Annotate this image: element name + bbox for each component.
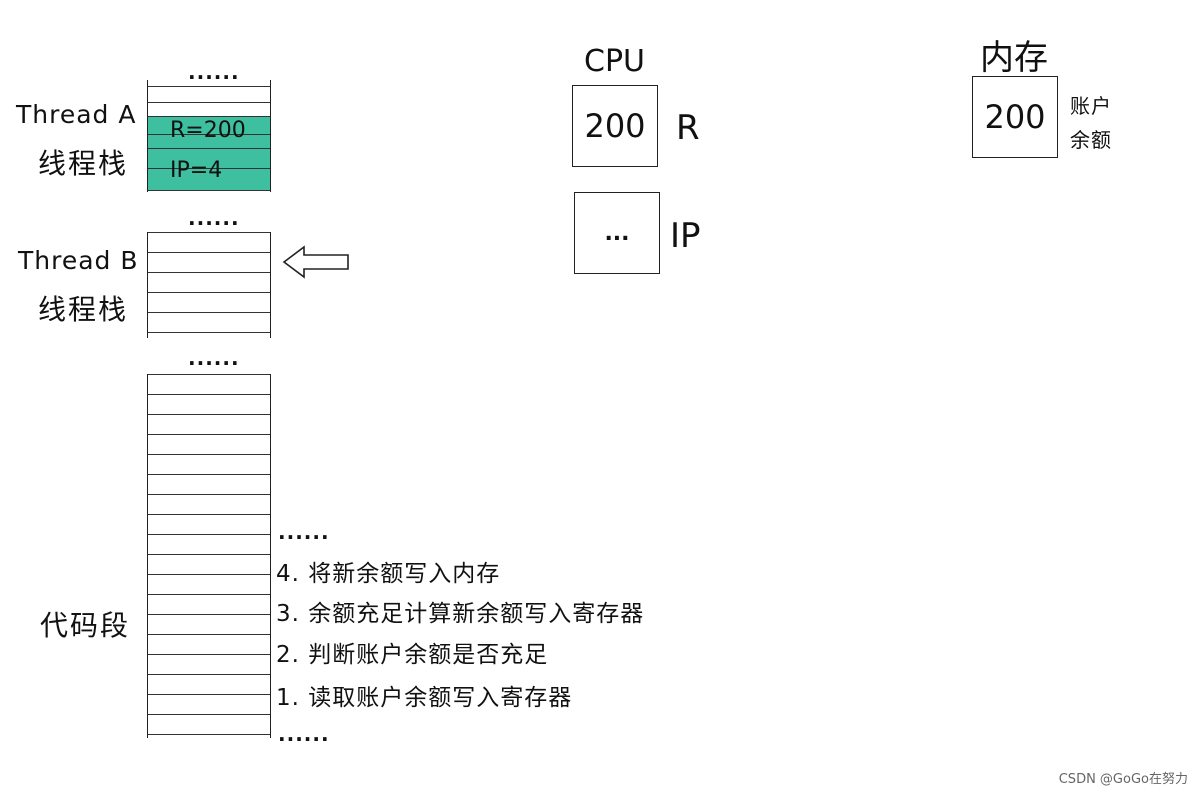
code-row-line	[148, 614, 270, 615]
code-row-line	[148, 674, 270, 675]
code-row-line	[148, 434, 270, 435]
instruction-3: 3. 余额充足计算新余额写入寄存器	[276, 601, 645, 627]
code-row-line	[148, 494, 270, 495]
thread-a-stack: R=200 IP=4	[147, 80, 271, 192]
cpu-title: CPU	[584, 44, 645, 79]
code-row-line	[148, 374, 270, 375]
register-r-label: R	[676, 108, 700, 148]
code-row-line	[148, 554, 270, 555]
code-row-line	[148, 414, 270, 415]
thread-a-label: Thread A	[16, 100, 137, 129]
code-row-line	[148, 454, 270, 455]
memory-label-line1: 账户	[1070, 94, 1112, 118]
code-row-line	[148, 474, 270, 475]
thread-b-label: Thread B	[18, 246, 139, 275]
code-row-line	[148, 734, 270, 735]
code-row-line	[148, 634, 270, 635]
code-row-line	[148, 694, 270, 695]
code-segment-label: 代码段	[40, 609, 131, 642]
cpu-register-r: 200	[572, 85, 658, 167]
code-row-line	[148, 534, 270, 535]
thread-b-stack-label: 线程栈	[38, 293, 129, 326]
code-row-line	[148, 714, 270, 715]
code-row-line	[148, 574, 270, 575]
memory-title: 内存	[980, 38, 1048, 78]
memory-cell: 200	[972, 76, 1058, 158]
cpu-register-ip: ...	[574, 192, 660, 274]
code-row-line	[148, 394, 270, 395]
stack-gap-dots: ......	[188, 346, 240, 370]
thread-a-active-frame	[148, 116, 270, 190]
stack-gap-dots: ......	[188, 206, 240, 230]
thread-a-stack-label: 线程栈	[38, 147, 129, 180]
code-segment-stack	[147, 374, 271, 738]
register-ip-label: IP	[670, 216, 701, 256]
thread-a-register-cell: R=200	[170, 118, 246, 143]
thread-a-ip-cell: IP=4	[170, 158, 223, 183]
instruction-4: 4. 将新余额写入内存	[276, 561, 501, 587]
code-row-line	[148, 594, 270, 595]
stack-gap-dots: ......	[188, 60, 240, 84]
code-row-line	[148, 514, 270, 515]
instruction-1: 1. 读取账户余额写入寄存器	[276, 685, 573, 711]
code-row-line	[148, 654, 270, 655]
instruction-dots-bottom: ......	[278, 722, 330, 746]
thread-b-stack	[147, 232, 271, 338]
watermark: CSDN @GoGo在努力	[1058, 772, 1188, 787]
memory-label-line2: 余额	[1070, 128, 1112, 152]
instruction-dots-top: ......	[278, 520, 330, 544]
instruction-2: 2. 判断账户余额是否充足	[276, 642, 549, 668]
left-arrow-icon	[282, 245, 349, 279]
